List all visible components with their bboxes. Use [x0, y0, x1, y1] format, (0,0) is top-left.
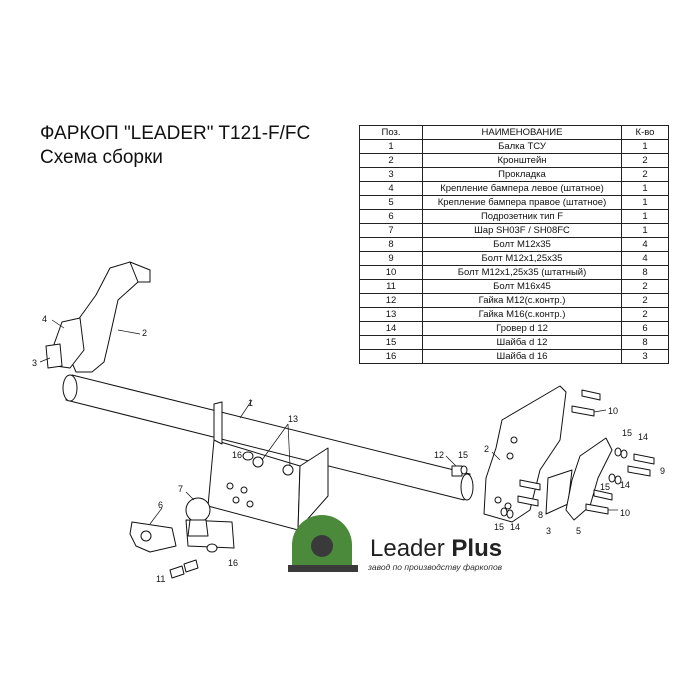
callout-3-right: 3 [546, 526, 551, 536]
callout-6: 6 [158, 500, 163, 510]
grover-14 [614, 475, 622, 485]
callout-2-right: 2 [484, 444, 489, 454]
logo-wordmark: Leader Plus [370, 535, 502, 563]
callout-3-left: 3 [32, 358, 37, 368]
callout-14-top: 14 [638, 432, 648, 442]
callout-15-nut: 15 [458, 450, 468, 460]
tow-plate-hole [246, 500, 254, 508]
socket-holder-hole [140, 530, 152, 542]
callout-14-bottom: 14 [510, 522, 520, 532]
right-bracket-hole [506, 452, 514, 460]
callout-4: 4 [42, 314, 47, 324]
bolt-10 [581, 389, 601, 401]
callout-8: 8 [538, 510, 543, 520]
bolt-10 [571, 405, 595, 417]
right-bracket-hole [494, 496, 502, 504]
parts-table-header: Поз. НАИМЕНОВАНИЕ К-во [359, 125, 669, 140]
grover-14 [506, 509, 514, 519]
leader-plus-logo [288, 515, 358, 572]
bolt-10 [585, 503, 609, 515]
washer-16 [242, 451, 254, 461]
diagram-title: ФАРКОП "LEADER" T121-F/FC Схема сборки [40, 122, 310, 170]
logo-ball [311, 535, 333, 557]
callout-16-ball: 16 [228, 558, 238, 568]
callout-13: 13 [288, 414, 298, 424]
washer-15 [460, 465, 468, 475]
washer-16 [206, 543, 218, 553]
callout-14-mid: 14 [620, 480, 630, 490]
callout-12: 12 [434, 450, 444, 460]
left-bracket-flange [129, 261, 151, 283]
callout-1: 1 [248, 398, 253, 408]
bolt-8 [519, 479, 541, 491]
callout-7: 7 [178, 484, 183, 494]
cell-qty: 3 [621, 349, 669, 364]
tow-plate-hole [232, 496, 240, 504]
logo-tagline: завод по производству фаркопов [368, 562, 503, 572]
callout-9: 9 [660, 466, 665, 476]
tow-plate-upright [213, 401, 223, 445]
grover-14 [620, 449, 628, 459]
washer-15 [614, 447, 622, 457]
logo-word-plus: Plus [451, 535, 503, 562]
callout-10-bottom: 10 [620, 508, 630, 518]
washer-15 [608, 473, 616, 483]
logo-base [288, 565, 358, 572]
tow-plate-nut [252, 456, 264, 468]
right-bracket-hole [504, 502, 512, 510]
tow-plate-side [297, 447, 329, 531]
callout-11: 11 [156, 574, 165, 584]
right-bracket-hole [510, 436, 518, 444]
tow-plate-hole [226, 482, 234, 490]
callout-16-plate: 16 [232, 450, 242, 460]
logo-word-leader: Leader [370, 535, 445, 562]
nut-12 [451, 465, 463, 477]
title-line-1: ФАРКОП "LEADER" T121-F/FC [40, 123, 311, 144]
bolt-8 [517, 495, 539, 507]
ball-neck [187, 519, 209, 537]
cell-name: Шайба d 16 [422, 349, 622, 364]
beam-right-end [460, 473, 474, 501]
washer-15 [500, 507, 508, 517]
beam-left-end [62, 374, 78, 402]
ball [185, 497, 211, 523]
bolt-m16 [183, 559, 199, 573]
bolt-9 [627, 465, 651, 477]
callout-10-top: 10 [608, 406, 618, 416]
callout-15-bottom: 15 [494, 522, 504, 532]
right-bracket [483, 385, 567, 523]
callout-15-top: 15 [622, 428, 632, 438]
callout-5: 5 [576, 526, 581, 536]
callout-15-mid: 15 [600, 482, 610, 492]
cell-qty: 1 [621, 195, 669, 210]
callout-2-left: 2 [142, 328, 147, 338]
left-spacer [45, 343, 63, 369]
bolt-9 [633, 453, 655, 465]
bolt-m16 [169, 565, 185, 579]
socket-holder [129, 521, 177, 553]
tow-plate-nut [282, 464, 294, 476]
title-line-2: Схема сборки [40, 147, 163, 168]
bolt-10 [593, 489, 613, 501]
tow-plate-hole [240, 486, 248, 494]
